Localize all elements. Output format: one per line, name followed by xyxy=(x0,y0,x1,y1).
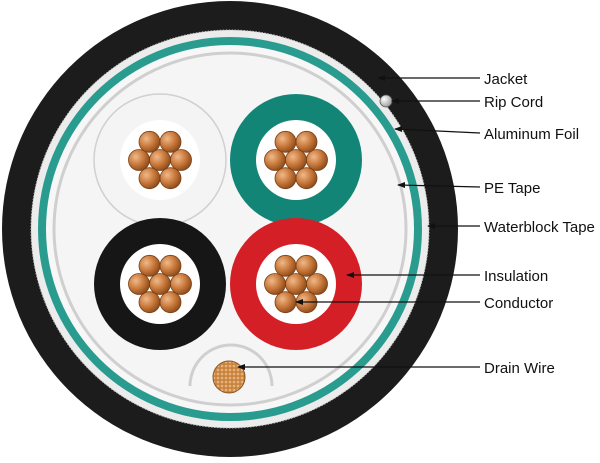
conductor-strand xyxy=(295,254,318,277)
conductor-strand xyxy=(159,167,182,190)
conductor-strand xyxy=(285,149,307,171)
conductor-strand xyxy=(274,167,297,190)
conductor-strand xyxy=(264,149,286,171)
conductor-strand xyxy=(159,130,182,153)
conductor-strand xyxy=(138,254,161,277)
pe-tape-ring xyxy=(52,51,408,407)
rip-cord-label: Rip Cord xyxy=(484,94,543,111)
insulation-label: Insulation xyxy=(484,268,548,285)
waterblock-tape-label: Waterblock Tape xyxy=(484,219,595,236)
pe-tape-label: PE Tape xyxy=(484,180,540,197)
rip-cord xyxy=(379,94,393,108)
drain-wire-label: Drain Wire xyxy=(484,360,555,377)
conductor-strand xyxy=(274,291,297,314)
conductor-strand xyxy=(138,167,161,190)
aluminum-foil-label: Aluminum Foil xyxy=(484,126,579,143)
conductor-strand xyxy=(274,130,297,153)
conductor-strand xyxy=(170,149,192,171)
conductor-strand xyxy=(285,273,307,295)
conductor-strand xyxy=(159,254,182,277)
conductor-strand xyxy=(306,273,328,295)
conductor-strand xyxy=(295,130,318,153)
conductor-strand xyxy=(149,273,171,295)
conductor-strand xyxy=(128,273,150,295)
leader-lines xyxy=(238,77,481,368)
conductor-strand xyxy=(138,291,161,314)
drain-wire xyxy=(212,360,246,394)
conductor-label: Conductor xyxy=(484,295,553,312)
conductor-strand xyxy=(128,149,150,171)
jacket-label: Jacket xyxy=(484,71,528,88)
conductor-strands xyxy=(128,130,328,314)
conductor-strand xyxy=(306,149,328,171)
drain-wire-pocket xyxy=(188,343,274,387)
conductor-strand xyxy=(138,130,161,153)
conductor-strand xyxy=(159,291,182,314)
conductor-strand xyxy=(170,273,192,295)
leader-arrowheads xyxy=(237,75,435,370)
conductor-strand xyxy=(295,167,318,190)
conductor-strand xyxy=(149,149,171,171)
conductor-strand xyxy=(264,273,286,295)
conductor-strand xyxy=(274,254,297,277)
